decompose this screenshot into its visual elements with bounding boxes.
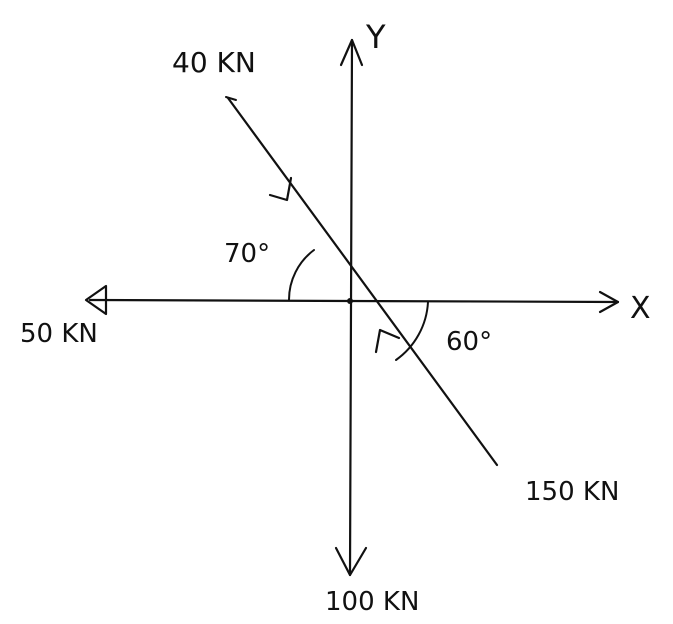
force-150kn-label: 150 KN: [525, 477, 619, 507]
x-axis-arrowhead: [598, 290, 620, 314]
force-150kn-arrowhead: [374, 328, 401, 354]
force-100kn-arrowhead: [334, 546, 368, 577]
angle-60-arc: [395, 301, 429, 361]
force-100kn-label: 100 KN: [325, 587, 419, 617]
origin-point: [347, 298, 353, 304]
inclined-force-line: [226, 96, 499, 467]
y-axis-label: Y: [365, 18, 386, 56]
force-50kn-arrowhead: [84, 284, 108, 316]
x-axis-label: X: [630, 291, 651, 326]
angle-70-label: 70°: [224, 239, 270, 269]
inclined-line-tip: [225, 96, 237, 101]
angle-60-label: 60°: [446, 327, 492, 357]
force-40kn-arrowhead: [268, 176, 293, 202]
angle-70-arc: [287, 249, 315, 301]
y-axis-arrowhead: [339, 38, 364, 67]
force-40kn-label: 40 KN: [172, 46, 256, 79]
force-50kn-label: 50 KN: [20, 319, 98, 349]
y-axis-line: [348, 38, 354, 577]
x-axis-line: [88, 298, 620, 304]
